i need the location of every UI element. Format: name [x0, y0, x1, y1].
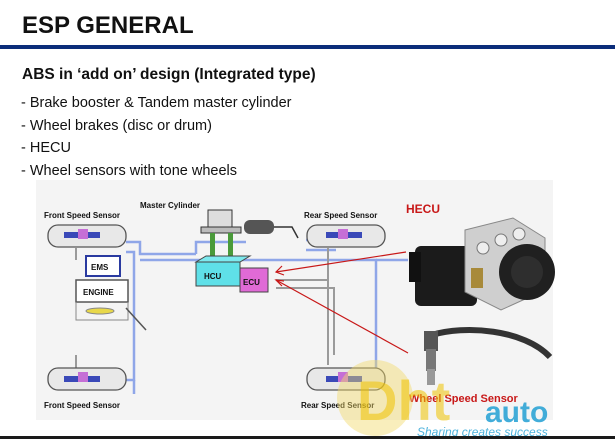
master-cylinder	[200, 209, 299, 265]
watermark-brand-left: Dht	[357, 369, 450, 432]
label-engine: ENGINE	[83, 288, 114, 297]
label-ems: EMS	[91, 263, 109, 272]
front-speed-sensor-top	[47, 224, 127, 248]
label-hecu: HECU	[406, 202, 440, 216]
label-ecu: ECU	[243, 278, 260, 287]
hecu-photo	[409, 217, 555, 311]
slide-title: ESP GENERAL	[22, 12, 194, 39]
watermark-brand-right: auto	[485, 396, 548, 429]
watermark-tagline: Sharing creates success	[417, 425, 548, 439]
label-rear-speed-sensor-bottom: Rear Speed Sensor	[301, 401, 374, 410]
rear-speed-sensor-top	[306, 224, 386, 248]
slide-subtitle: ABS in ‘add on’ design (Integrated type)	[22, 66, 316, 83]
hcu-ecu-module	[194, 255, 269, 293]
label-hcu: HCU	[204, 272, 222, 281]
abs-diagram-svg: Front Speed Sensor Master Cylinder Rear …	[44, 201, 519, 410]
label-front-speed-sensor-bottom: Front Speed Sensor	[44, 401, 120, 410]
label-front-speed-sensor-top: Front Speed Sensor	[44, 211, 120, 220]
bullet-list: - Brake booster & Tandem master cylinder…	[21, 92, 292, 182]
title-divider	[0, 45, 615, 49]
bullet-item: - Brake booster & Tandem master cylinder	[21, 95, 292, 111]
bullet-item: - Wheel sensors with tone wheels	[21, 162, 237, 179]
rear-speed-sensor-bottom	[306, 367, 386, 391]
label-rear-speed-sensor-top: Rear Speed Sensor	[304, 211, 377, 220]
footer-divider	[0, 436, 615, 439]
ems-engine-block	[75, 255, 147, 331]
label-wheel-speed-sensor: Wheel Speed Sensor	[409, 393, 519, 405]
bullet-item: - Wheel brakes (disc or drum)	[21, 117, 212, 134]
watermark-logo: Dht auto Sharing creates success	[337, 360, 548, 439]
wheel-speed-sensor-photo	[424, 327, 553, 385]
pointer-arrows	[274, 251, 409, 354]
bullet-item: - HECU	[21, 140, 71, 156]
front-speed-sensor-bottom	[47, 367, 127, 391]
label-master-cylinder: Master Cylinder	[140, 201, 200, 210]
